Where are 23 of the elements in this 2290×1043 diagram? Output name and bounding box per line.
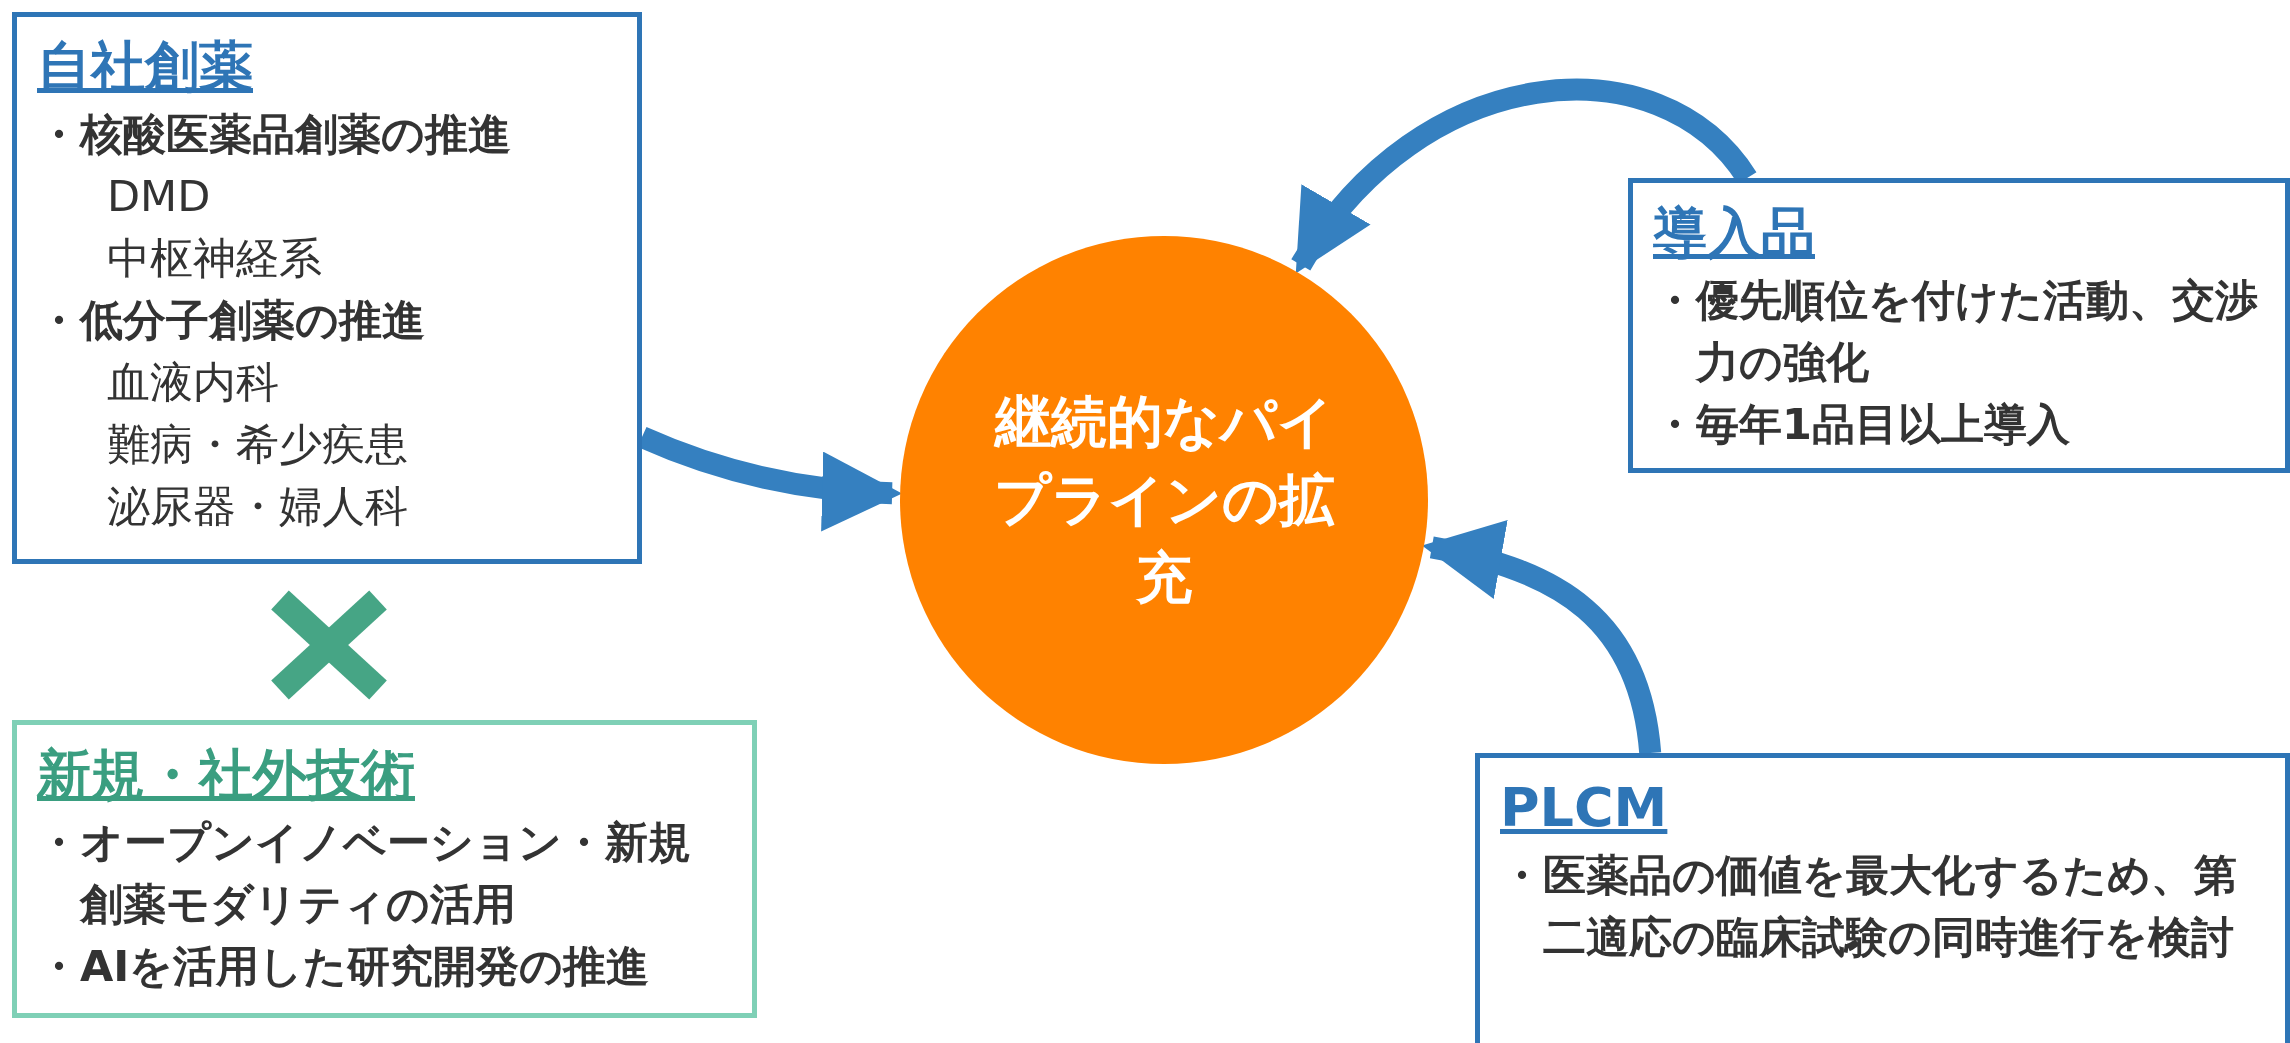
bullet-item: ・毎年1品目以上導入 <box>1653 398 2071 451</box>
curved-arrow <box>1422 521 1662 755</box>
text-box <box>1475 753 2290 1043</box>
circle-label: 継続的なパイプラインの拡充 <box>992 388 1336 612</box>
bullet-item: ・オープンイノベーション・新規創薬モダリティの活用 <box>37 816 692 931</box>
list-item: 中枢神経系 <box>106 232 323 285</box>
list-item: 血液内科 <box>106 356 280 409</box>
text-box <box>12 720 757 1018</box>
text-box <box>12 12 642 564</box>
list-item: DMD <box>106 170 212 223</box>
box-heading: 導入品 <box>1653 200 1816 266</box>
curved-arrow <box>1291 78 1756 274</box>
bullet-item: ・医薬品の価値を最大化するため、第二適応の臨床試験の同時進行を検討 <box>1500 849 2238 964</box>
bullet-item: ・低分子創薬の推進 <box>37 294 426 347</box>
list-item: 泌尿器・婦人科 <box>106 480 409 533</box>
bullet-item: ・優先順位を付けた活動、交渉力の強化 <box>1653 274 2259 389</box>
text-box <box>1628 178 2290 473</box>
box-heading: 新規・社外技術 <box>37 742 416 808</box>
box-heading: PLCM <box>1500 775 1669 841</box>
box-heading: 自社創薬 <box>37 34 254 100</box>
bullet-item: ・AIを活用した研究開発の推進 <box>37 940 651 993</box>
list-item: 難病・希少疾患 <box>106 418 409 471</box>
bullet-item: ・核酸医薬品創薬の推進 <box>37 108 512 161</box>
